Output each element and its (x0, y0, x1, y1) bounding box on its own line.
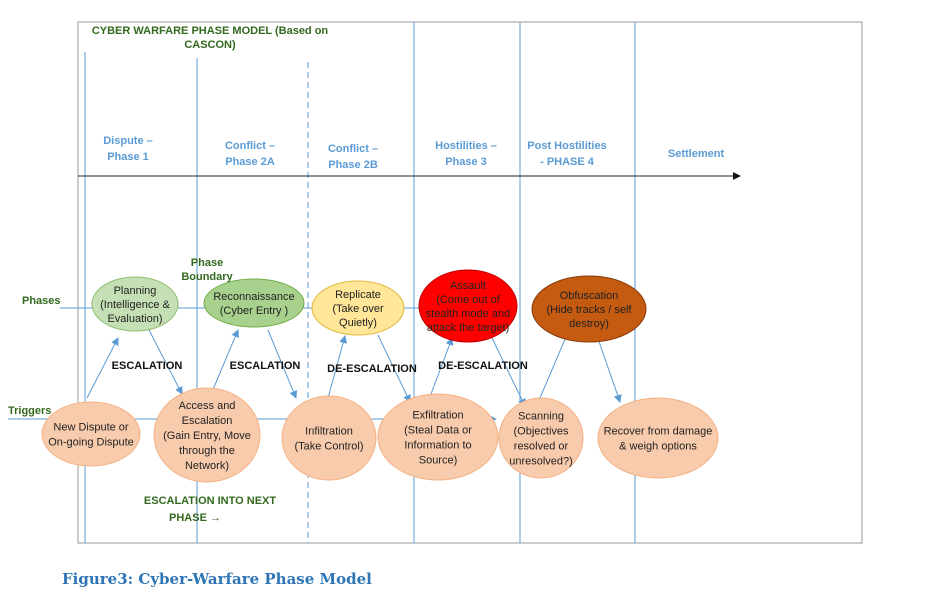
trigger-node-infiltration (281, 395, 377, 481)
trigger-node-labels: New Dispute or On-going Dispute Access and… (48, 400, 712, 472)
trigger-node-label-1-line-2: (Gain Entry, Move (163, 430, 251, 442)
trigger-node-label-3-line-3: Source) (419, 455, 458, 467)
phase-node-label-2-line-0: Replicate (335, 289, 381, 301)
de-escalation-label-1: DE-ESCALATION (327, 363, 417, 375)
phase-node-assault (418, 269, 518, 343)
trigger-node-label-2-line-0: Infiltration (305, 426, 353, 438)
phase-header-4-line1: Post Hostilities (527, 140, 606, 152)
diagram-title-line2: CASCON) (184, 39, 236, 51)
trigger-node-label-5-line-0: Recover from damage (604, 426, 713, 438)
trigger-node-label-3-line-0: Exfiltration (412, 410, 463, 422)
escalation-label-2: ESCALATION (230, 360, 301, 372)
connector-arrow (427, 337, 454, 403)
phase-header-2a-line1: Conflict – (225, 140, 275, 152)
phase-header-2a-line2: Phase 2A (225, 156, 275, 168)
trigger-node-label-4-line-3: unresolved?) (509, 456, 573, 468)
phase-node-label-1-line-0: Reconnaissance (213, 291, 294, 303)
trigger-node-label-0-line-0: New Dispute or (53, 422, 129, 434)
trigger-node-label-5-line-1: & weigh options (619, 441, 697, 453)
phase-header-1-line2: Phase 1 (107, 151, 149, 163)
phase-header-1-line1: Dispute – (103, 135, 153, 147)
phase-node-reconnaissance (203, 278, 305, 328)
connector-arrow (147, 327, 183, 395)
trigger-node-label-0-line-1: On-going Dispute (48, 437, 134, 449)
trigger-node-label-3-line-2: Information to (404, 440, 471, 452)
connector-arrow (491, 337, 526, 407)
trigger-node-scanning (498, 397, 584, 479)
phase-header-3-line2: Phase 3 (445, 156, 487, 168)
phase-node-label-4-line-2: destroy) (569, 318, 609, 330)
phase-node-label-3-line-1: (Come out of (436, 294, 501, 306)
connector-arrow (267, 329, 298, 399)
phase-node-label-3-line-3: attack the target) (427, 322, 510, 334)
trigger-node-label-2-line-1: (Take Control) (294, 441, 363, 453)
connector-arrow (86, 337, 119, 399)
diagram-title-line1: CYBER WARFARE PHASE MODEL (Based on (92, 25, 329, 37)
trigger-node-label-1-line-4: Network) (185, 460, 229, 472)
figure-caption: Figure3: Cyber-Warfare Phase Model (62, 570, 372, 588)
trigger-node-label-4-line-0: Scanning (518, 411, 564, 423)
phase-node-label-1-line-1: (Cyber Entry ) (220, 305, 288, 317)
trigger-nodes (41, 387, 719, 483)
phase-node-planning (91, 276, 179, 332)
trigger-node-label-1-line-1: Escalation (182, 415, 233, 427)
de-escalation-label-2: DE-ESCALATION (438, 360, 528, 372)
phase-node-label-4-line-1: (Hide tracks / self (547, 304, 633, 316)
connector-arrow (327, 335, 348, 399)
connector-arrow (377, 334, 411, 403)
phase-header-2b-line2: Phase 2B (328, 159, 378, 171)
phase-nodes (91, 269, 647, 343)
phase-node-label-2-line-2: Quietly) (339, 317, 377, 329)
phase-boundary-label-line1: Phase (191, 257, 223, 269)
phase-node-label-4-line-0: Obfuscation (560, 290, 619, 302)
phase-headers: Dispute – Phase 1 Conflict – Phase 2A Co… (103, 135, 724, 171)
trigger-node-label-4-line-1: (Objectives (513, 426, 569, 438)
phase-node-replicate (311, 280, 405, 336)
row-label-triggers: Triggers (8, 405, 51, 417)
trigger-node-label-4-line-2: resolved or (514, 441, 569, 453)
row-label-phases: Phases (22, 295, 61, 307)
diagram-frame (77, 21, 863, 544)
phase-header-settlement: Settlement (668, 148, 725, 160)
escalation-next-phase-line1: ESCALATION INTO NEXT (144, 495, 276, 507)
phase-node-label-0-line-2: Evaluation) (107, 313, 162, 325)
trigger-node-access-escalation (153, 387, 261, 483)
connector-arrow (539, 331, 569, 399)
trigger-node-exfiltration (377, 393, 499, 481)
phase-header-4-line2: - PHASE 4 (540, 156, 595, 168)
phase-node-label-2-line-1: (Take over (332, 303, 384, 315)
trigger-node-new-dispute (41, 401, 141, 467)
phase-node-obfuscation (531, 275, 647, 343)
trigger-node-label-1-line-3: through the (179, 445, 235, 457)
phase-node-label-0-line-1: (Intelligence & (100, 299, 170, 311)
trigger-node-label-1-line-0: Access and (179, 400, 236, 412)
phase-boundary-label-line2: Boundary (181, 271, 233, 283)
phase-header-2b-line1: Conflict – (328, 143, 378, 155)
phase-node-label-3-line-0: Assault (450, 280, 486, 292)
phase-node-label-0-line-0: Planning (114, 285, 157, 297)
phase-header-3-line1: Hostilities – (435, 140, 497, 152)
trigger-node-label-3-line-1: (Steal Data or (404, 425, 472, 437)
phase-node-labels: Planning (Intelligence & Evaluation) Reconn… (100, 280, 632, 334)
trigger-node-recover (597, 397, 719, 479)
connector-arrow (211, 329, 239, 393)
escalation-label-1: ESCALATION (112, 360, 183, 372)
escalation-next-phase-line2: PHASE → (169, 512, 221, 524)
phase-node-label-3-line-2: stealth mode and (426, 308, 510, 320)
